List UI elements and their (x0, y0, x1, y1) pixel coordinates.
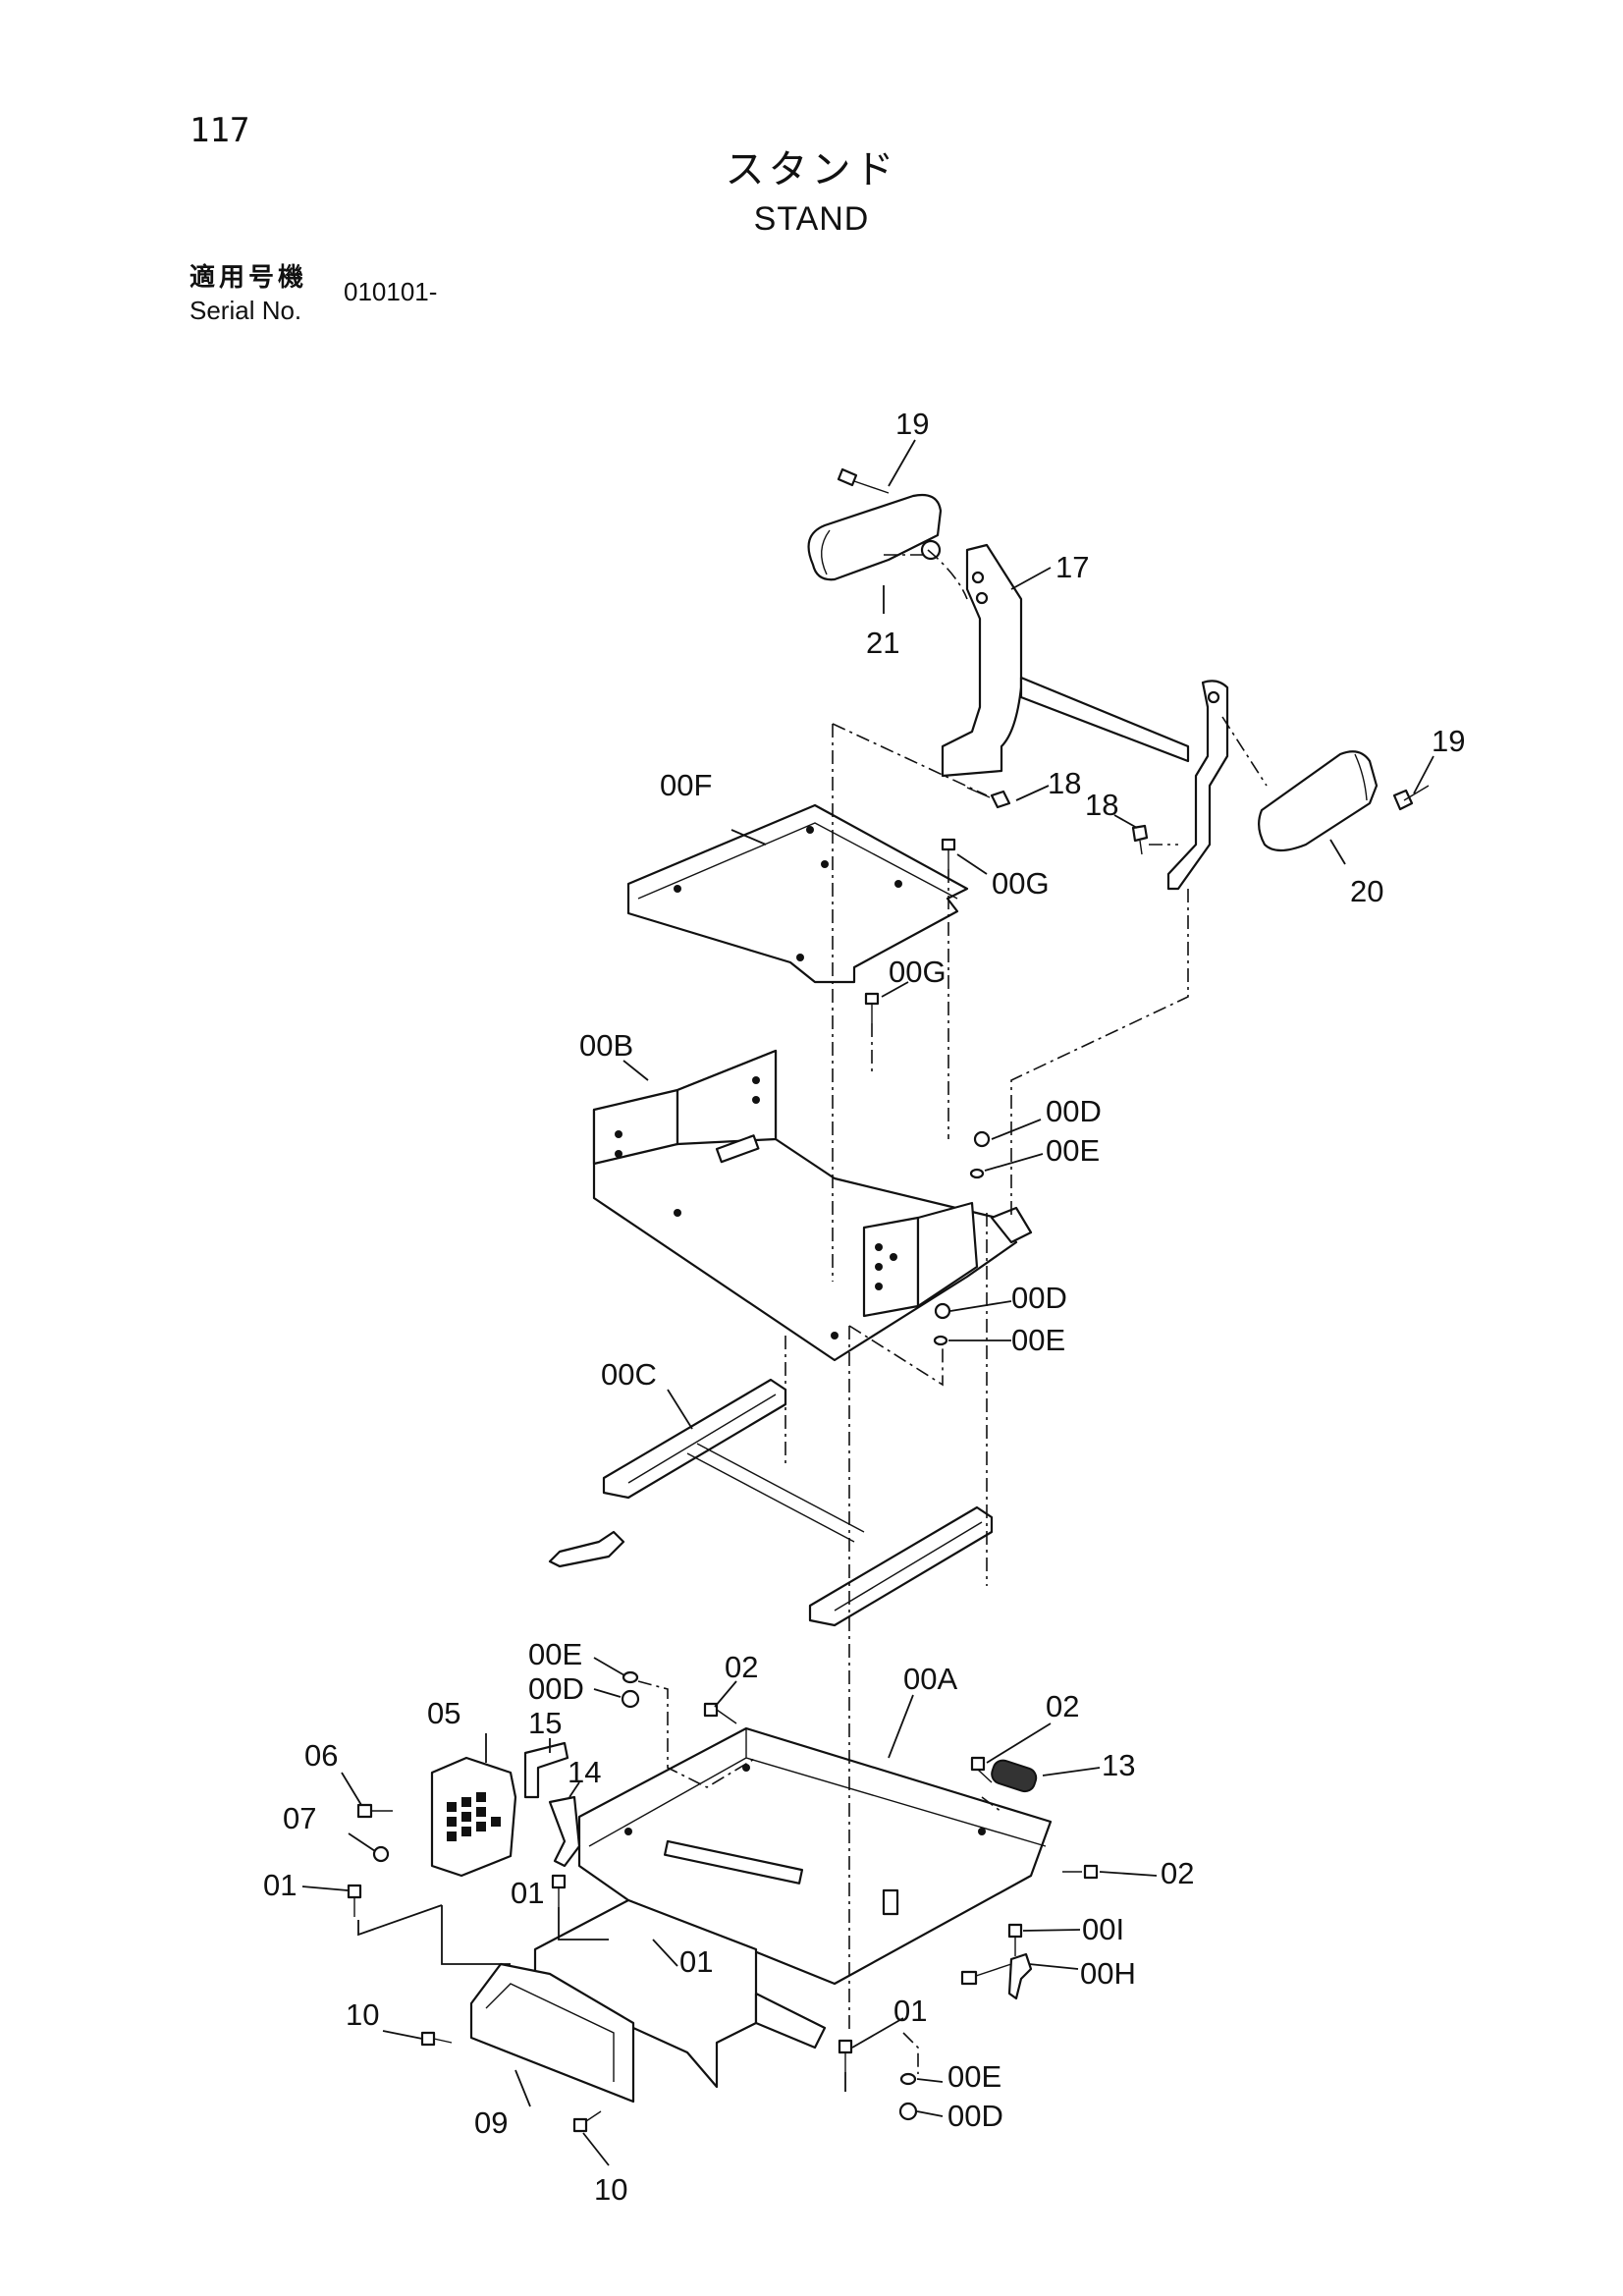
seat-top-plate-00F (626, 803, 969, 984)
duct-assembly (533, 1898, 827, 2089)
callout-00D-upper: 00D (1046, 1094, 1102, 1128)
callout-02-far-right: 02 (1161, 1856, 1194, 1890)
armrest-left (807, 493, 943, 581)
callout-21: 21 (866, 626, 899, 660)
callout-20: 20 (1350, 874, 1383, 908)
callout-07: 07 (283, 1801, 316, 1835)
nut-00D-d (898, 2102, 918, 2121)
callout-00E-upper: 00E (1046, 1133, 1100, 1168)
callout-15: 15 (528, 1706, 562, 1740)
grommet-13 (991, 1759, 1038, 1793)
page-title-japanese: スタンド (725, 147, 898, 192)
nut-00D-c (621, 1689, 640, 1709)
callout-00D-middle: 00D (1011, 1281, 1067, 1315)
callout-05: 05 (427, 1696, 460, 1730)
callout-00H: 00H (1080, 1956, 1136, 1991)
seat-base-plate-00A (577, 1726, 1053, 1986)
callout-10-bottom: 10 (594, 2172, 627, 2207)
clip-07 (372, 1845, 390, 1863)
armrest-right (1258, 750, 1379, 852)
bolt-18-right (1131, 824, 1149, 855)
callout-00I: 00I (1082, 1912, 1124, 1946)
callout-01-center: 01 (679, 1944, 713, 1979)
callout-01-bottom: 01 (893, 1994, 927, 2028)
serial-label-english: Serial No. (189, 296, 302, 325)
callout-00C: 00C (601, 1357, 657, 1392)
callout-labels: 19 21 17 19 18 18 20 00F 00G 00G 00B 00D… (263, 407, 1465, 2207)
washer-00E-d (899, 2072, 917, 2086)
callout-00A: 00A (903, 1662, 957, 1696)
callout-09: 09 (474, 2105, 508, 2140)
bracket-15 (523, 1741, 569, 1799)
callout-13: 13 (1102, 1748, 1135, 1782)
assembly-lines (637, 549, 1268, 2074)
bolt-01-a (347, 1884, 362, 1917)
washer-00E-b (933, 1335, 948, 1346)
callout-leaders (301, 439, 1434, 2166)
callout-02-right: 02 (1046, 1689, 1079, 1723)
callout-18-right: 18 (1085, 788, 1118, 822)
bolt-00G-a (941, 838, 956, 869)
callout-00E-left: 00E (528, 1637, 582, 1671)
callout-19-right: 19 (1432, 724, 1465, 758)
screw-06 (356, 1803, 393, 1819)
serial-label-japanese: 適用号機 (189, 263, 308, 293)
callout-00E-middle: 00E (1011, 1323, 1065, 1357)
serial-label-block: 適用号機 Serial No. (189, 257, 307, 326)
connector-lines (357, 1904, 846, 2092)
washer-00E-c (622, 1670, 639, 1684)
switch-00H (960, 1952, 1033, 2000)
callout-18-left: 18 (1048, 766, 1081, 800)
page-number: 117 (189, 111, 250, 150)
bolt-19-right (1392, 785, 1430, 811)
bolt-19-top (837, 467, 890, 494)
bolt-00G-b (864, 992, 880, 1023)
callout-17: 17 (1055, 550, 1089, 584)
callout-14: 14 (568, 1755, 601, 1789)
title-block: スタンド STAND (0, 137, 1623, 239)
bolt-01-d (838, 2039, 853, 2072)
serial-number-value: 010101- (344, 277, 438, 306)
callout-00F: 00F (660, 768, 712, 802)
callout-06: 06 (304, 1738, 338, 1773)
callout-00G-lower: 00G (889, 955, 947, 989)
callout-00G-upper: 00G (992, 866, 1050, 901)
callout-01-center-left: 01 (511, 1876, 544, 1910)
callout-00D-bottom: 00D (947, 2099, 1003, 2133)
armrest-stay (941, 543, 1229, 891)
seat-slide-rails-00C (548, 1378, 994, 1627)
nut-00D-a (973, 1130, 991, 1148)
bracket-14 (548, 1795, 581, 1868)
screw-10-a (420, 2031, 453, 2047)
nut-00D-b (934, 1302, 951, 1320)
cover-05 (430, 1756, 517, 1878)
callout-19-top: 19 (895, 407, 929, 441)
callout-01-far-left: 01 (263, 1868, 297, 1902)
page-title-english: STAND (753, 200, 870, 238)
callout-02-left: 02 (725, 1650, 758, 1684)
washer-00E-a (969, 1168, 985, 1179)
bolt-01-b (551, 1874, 567, 1907)
bolt-18-left (966, 787, 1011, 809)
callout-10-left: 10 (346, 1997, 379, 2032)
bolt-02-a (703, 1702, 737, 1724)
screw-10-b (572, 2110, 602, 2133)
bolt-02-b (970, 1756, 993, 1783)
callout-00E-bottom: 00E (947, 2059, 1001, 2094)
callout-00D-left: 00D (528, 1671, 584, 1706)
seat-bracket-frame-00B (592, 1049, 1033, 1362)
bolt-02-c (1062, 1864, 1099, 1880)
bolt-00I (1007, 1923, 1023, 1956)
callout-00B: 00B (579, 1028, 633, 1063)
